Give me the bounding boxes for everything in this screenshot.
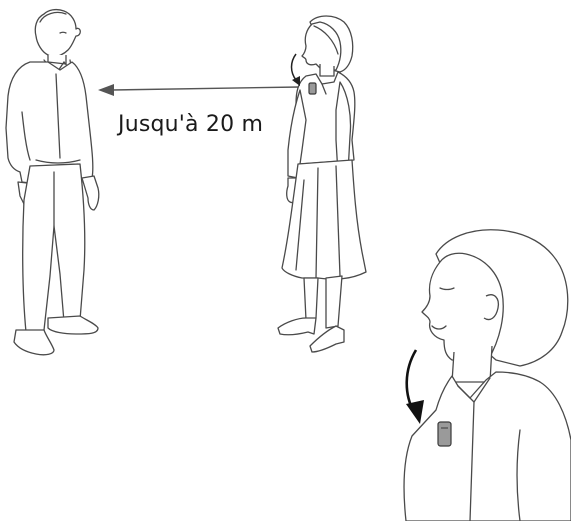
distance-arrow-icon [98, 84, 300, 96]
clip-microphone-icon [309, 83, 316, 94]
curved-down-arrow-icon [292, 54, 301, 86]
woman-speaker-figure [278, 16, 366, 352]
woman-closeup-figure [404, 230, 571, 521]
distance-label: Jusqu'à 20 m [118, 112, 263, 137]
curved-down-arrow-icon [406, 350, 424, 424]
man-listener-figure [6, 10, 99, 355]
clip-microphone-icon [438, 422, 451, 446]
